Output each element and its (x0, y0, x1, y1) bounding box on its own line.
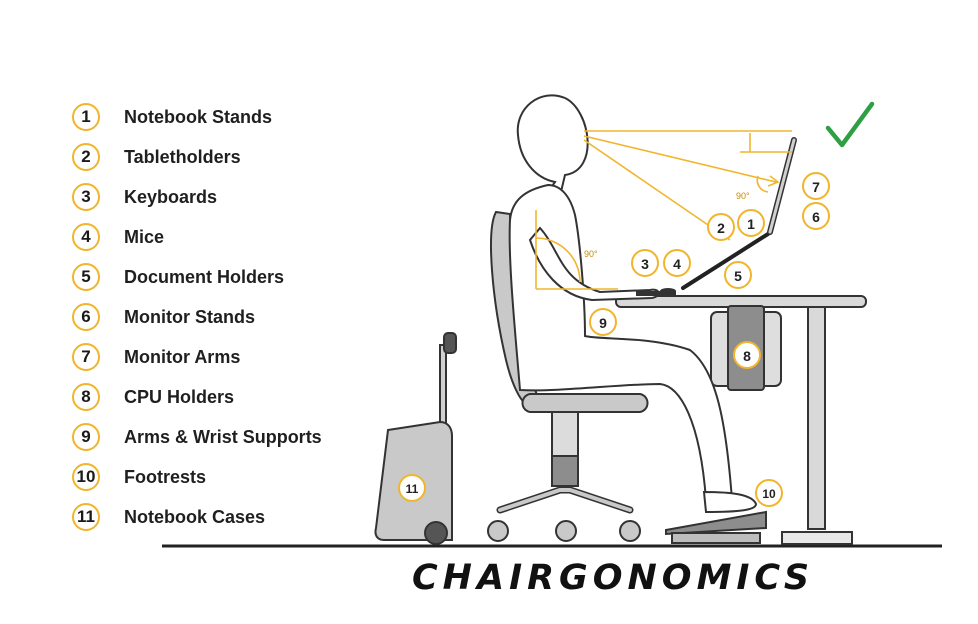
legend-label: Tabletholders (124, 146, 241, 167)
svg-text:9: 9 (599, 315, 607, 331)
legend-item-tabletholders: 2 Tabletholders (70, 137, 370, 177)
marker-3-badge: 3 (631, 249, 659, 277)
svg-text:2: 2 (717, 220, 725, 236)
marker-6-badge: 6 (802, 202, 830, 230)
scene-markers: 1 2 3 4 5 6 7 8 (398, 172, 830, 507)
keyboard (636, 291, 676, 296)
legend-item-monitor-arms: 7 Monitor Arms (70, 337, 370, 377)
legend-number-badge: 5 (72, 263, 100, 291)
legend-number-badge: 4 (72, 223, 100, 251)
legend-item-document-holders: 5 Document Holders (70, 257, 370, 297)
svg-text:1: 1 (747, 216, 755, 232)
desk (615, 295, 867, 545)
legend-item-mice: 4 Mice (70, 217, 370, 257)
legend-number-badge: 8 (72, 383, 100, 411)
legend-item-footrests: 10 Footrests (70, 457, 370, 497)
legend-number-badge: 9 (72, 423, 100, 451)
legend-label: Monitor Arms (124, 346, 241, 367)
legend-number-badge: 11 (72, 503, 100, 531)
chair-column (551, 411, 579, 461)
seated-person (508, 94, 758, 514)
svg-text:4: 4 (673, 256, 681, 272)
legend-label: Notebook Cases (124, 506, 266, 527)
legend-label: Monitor Stands (124, 306, 255, 327)
legend-number-badge: 1 (72, 103, 100, 131)
head (516, 94, 589, 198)
legend-number-badge: 2 (72, 143, 100, 171)
monitor (767, 137, 797, 235)
legend-item-arms-wrist-supports: 9 Arms & Wrist Supports (70, 417, 370, 457)
desk-foot (781, 531, 853, 545)
legend-label: Mice (124, 226, 165, 247)
svg-text:11: 11 (406, 482, 419, 496)
brand-wordmark: CHAIRGONOMICS (412, 558, 815, 598)
svg-text:7: 7 (812, 179, 820, 195)
legend-item-keyboards: 3 Keyboards (70, 177, 370, 217)
marker-9-badge: 9 (589, 308, 617, 336)
chair-seat (521, 393, 649, 413)
svg-text:6: 6 (812, 209, 820, 225)
legend-number-badge: 3 (72, 183, 100, 211)
hip-angle-label: 90° (584, 249, 598, 259)
svg-text:8: 8 (743, 348, 751, 364)
marker-7-badge: 7 (802, 172, 830, 200)
marker-11-badge: 11 (398, 474, 426, 502)
legend-label: Notebook Stands (124, 106, 273, 127)
footrest (665, 510, 767, 544)
legend-item-notebook-cases: 11 Notebook Cases (70, 497, 370, 537)
legend-label: Footrests (124, 466, 207, 487)
legend-label: CPU Holders (124, 386, 235, 407)
marker-2-badge: 2 (707, 213, 735, 241)
notebook-case (374, 332, 457, 545)
marker-8-badge: 8 (733, 341, 761, 369)
sight-lines (535, 130, 792, 290)
legend-number-badge: 7 (72, 343, 100, 371)
svg-text:3: 3 (641, 256, 649, 272)
eye-angle-label: 90° (736, 191, 750, 201)
legend-item-notebook-stands: 1 Notebook Stands (70, 97, 370, 137)
mouse (660, 288, 676, 294)
marker-4-badge: 4 (663, 249, 691, 277)
legend-label: Document Holders (124, 266, 285, 287)
marker-1-badge: 1 (737, 209, 765, 237)
marker-5-badge: 5 (724, 261, 752, 289)
foot (702, 490, 758, 514)
notebook-stand (681, 232, 770, 290)
desk-leg (807, 306, 826, 530)
legend-label: Arms & Wrist Supports (124, 426, 322, 447)
svg-text:10: 10 (762, 487, 776, 501)
legend-item-cpu-holders: 8 CPU Holders (70, 377, 370, 417)
svg-text:5: 5 (734, 268, 742, 284)
marker-10-badge: 10 (755, 479, 783, 507)
checkmark-icon (825, 101, 875, 148)
legend-list: 1 Notebook Stands 2 Tabletholders 3 Keyb… (70, 97, 370, 537)
legend-label: Keyboards (124, 186, 218, 207)
legend-number-badge: 10 (72, 463, 100, 491)
legend-item-monitor-stands: 6 Monitor Stands (70, 297, 370, 337)
legend-number-badge: 6 (72, 303, 100, 331)
